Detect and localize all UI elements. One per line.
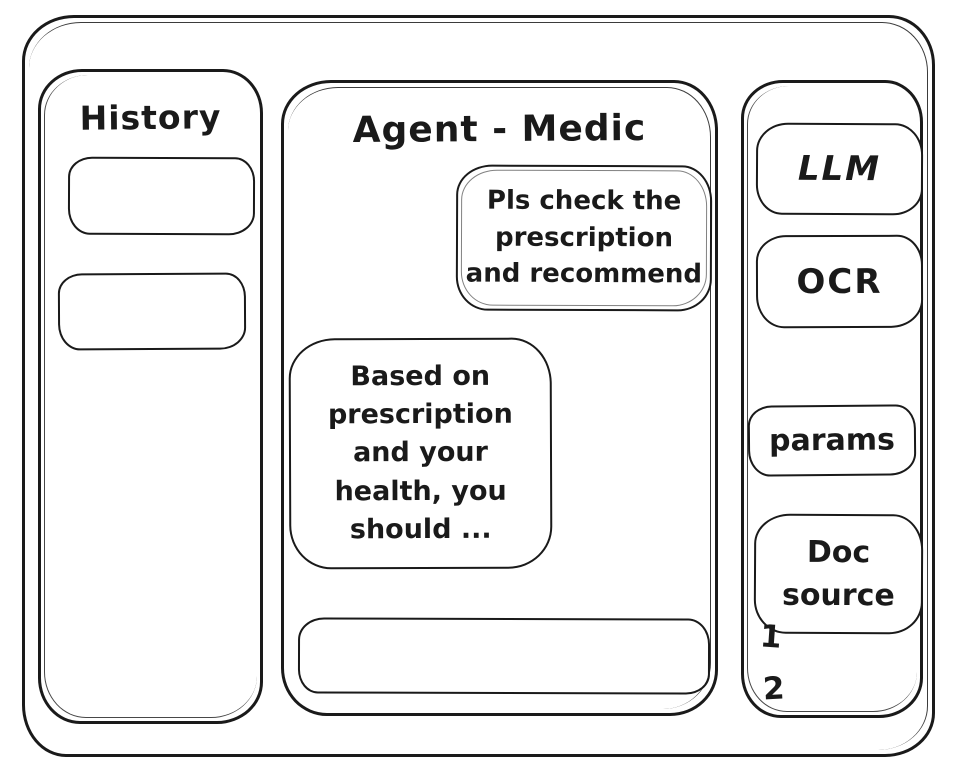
app-window: History Agent - Medic Pls check the pres… xyxy=(22,15,935,757)
annotation-1: 1 xyxy=(758,618,783,656)
chat-panel: Agent - Medic Pls check the prescription… xyxy=(281,80,718,716)
doc-source-button[interactable]: Doc source xyxy=(753,513,924,635)
tools-sidebar: LLM OCR params Doc source 1 2 xyxy=(741,80,924,718)
chat-title: Agent - Medic xyxy=(352,107,647,152)
params-button[interactable]: params xyxy=(747,404,917,477)
history-sidebar: History xyxy=(38,69,263,724)
ocr-button[interactable]: OCR xyxy=(755,234,924,329)
history-title: History xyxy=(79,97,222,138)
agent-message-bubble: Based on prescription and your health, y… xyxy=(288,337,553,570)
history-item[interactable] xyxy=(57,272,247,351)
user-message-bubble: Pls check the prescription and recommend xyxy=(455,164,713,312)
message-input[interactable] xyxy=(297,617,711,695)
annotation-2: 2 xyxy=(762,670,786,708)
history-item[interactable] xyxy=(67,156,256,236)
llm-button[interactable]: LLM xyxy=(755,122,924,216)
